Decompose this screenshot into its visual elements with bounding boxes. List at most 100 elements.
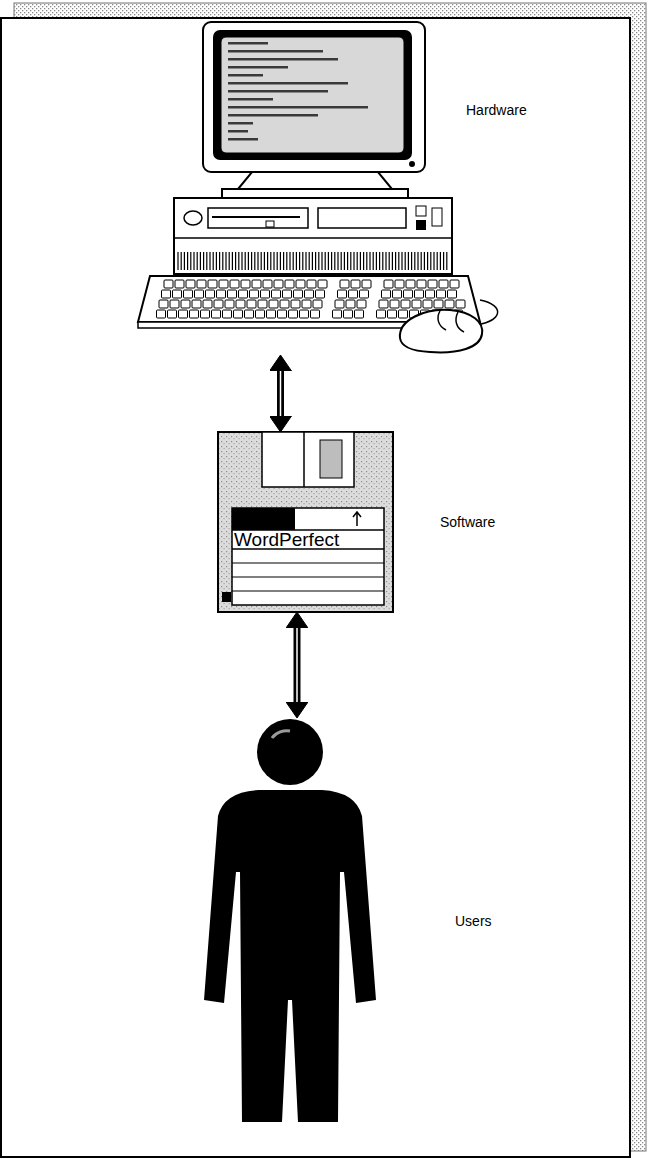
vent-line <box>376 252 377 270</box>
monitor-bezel <box>213 30 412 160</box>
vent-line <box>206 252 207 270</box>
key <box>355 310 364 318</box>
vent-line <box>405 252 406 270</box>
key <box>201 310 210 318</box>
panel-frame <box>1 18 630 1157</box>
vent-line <box>328 252 329 270</box>
key <box>258 300 267 308</box>
floppy-shutter <box>262 432 354 487</box>
drive-latch <box>266 221 274 227</box>
double-arrow-group <box>280 371 281 416</box>
key <box>360 290 369 298</box>
panel-button <box>416 206 426 216</box>
panel-button <box>416 220 426 230</box>
vent-line <box>286 252 287 270</box>
screen-line <box>228 90 328 93</box>
key <box>302 300 311 308</box>
node-label: Hardware <box>466 102 527 118</box>
vent-line <box>424 252 425 270</box>
shutter-edge <box>303 432 305 487</box>
screen-lines <box>228 42 368 141</box>
vents <box>178 252 447 270</box>
key <box>195 290 204 298</box>
key <box>456 300 465 308</box>
vent-line <box>401 252 402 270</box>
label-rule <box>232 577 384 578</box>
key <box>388 310 397 318</box>
drive-button <box>184 211 202 225</box>
key <box>162 290 171 298</box>
vent-line <box>309 252 310 270</box>
key <box>349 290 358 298</box>
label-band <box>232 508 295 530</box>
key <box>269 300 278 308</box>
key <box>379 300 388 308</box>
vent-line <box>248 252 249 270</box>
vent-line <box>299 252 300 270</box>
vent-line <box>318 252 319 270</box>
key <box>340 280 349 288</box>
system-unit <box>174 198 452 274</box>
vent-line <box>347 252 348 270</box>
vent-line <box>257 252 258 270</box>
key <box>377 310 386 318</box>
key <box>316 290 325 298</box>
vent-line <box>433 252 434 270</box>
vent-line <box>411 252 412 270</box>
key <box>230 280 239 288</box>
key <box>412 300 421 308</box>
power-switch <box>432 208 442 226</box>
key <box>247 300 256 308</box>
vent-line <box>321 252 322 270</box>
mouse-button <box>438 311 446 330</box>
key <box>214 300 223 308</box>
key <box>217 290 226 298</box>
vent-line <box>427 252 428 270</box>
key <box>186 280 195 288</box>
key <box>393 290 402 298</box>
key <box>274 280 283 288</box>
key <box>184 290 193 298</box>
key <box>291 300 300 308</box>
vent-line <box>289 252 290 270</box>
vent-line <box>270 252 271 270</box>
key <box>239 290 248 298</box>
vent-line <box>312 252 313 270</box>
node-label: Software <box>440 514 495 530</box>
key <box>401 300 410 308</box>
key <box>181 300 190 308</box>
key <box>223 310 232 318</box>
key <box>208 280 217 288</box>
vent-line <box>280 252 281 270</box>
key <box>236 300 245 308</box>
vent-line <box>369 252 370 270</box>
vent-line <box>222 252 223 270</box>
key <box>362 280 371 288</box>
vent-line <box>241 252 242 270</box>
vent-line <box>389 252 390 270</box>
key <box>261 290 270 298</box>
vent-line <box>200 252 201 270</box>
screen-line <box>228 98 273 101</box>
shutter-window <box>320 440 342 478</box>
screen-line <box>228 130 248 133</box>
key <box>197 280 206 288</box>
screen-line <box>228 106 368 109</box>
vent-line <box>229 252 230 270</box>
key <box>399 310 408 318</box>
key <box>357 300 366 308</box>
screen-line <box>228 138 258 141</box>
arrow-highlight <box>296 628 298 702</box>
users-node: Users <box>200 718 380 1123</box>
key <box>351 280 360 288</box>
vent-line <box>305 252 306 270</box>
vent-line <box>382 252 383 270</box>
disk-label-text: WordPerfect <box>234 529 339 550</box>
vent-line <box>325 252 326 270</box>
double-arrow-group <box>297 628 298 702</box>
key <box>228 290 237 298</box>
label-rule <box>232 563 384 564</box>
key <box>305 290 314 298</box>
